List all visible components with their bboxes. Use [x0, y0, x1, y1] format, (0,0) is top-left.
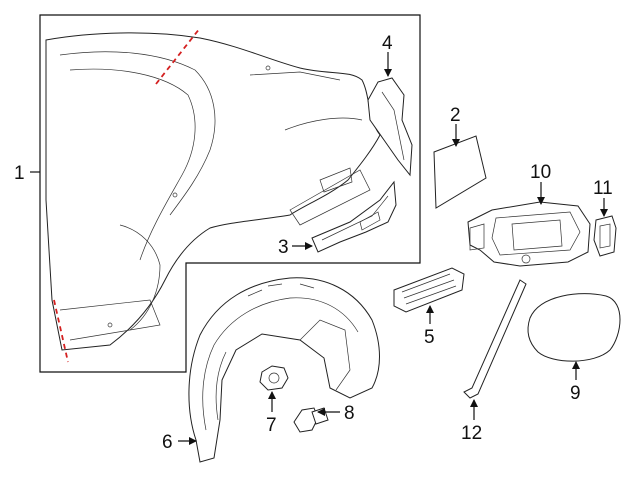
callout-4: 4	[382, 33, 393, 54]
release-cable-part	[463, 279, 527, 399]
callout-7: 7	[266, 415, 277, 436]
inner-extension-part	[311, 180, 397, 253]
callout-2: 2	[450, 105, 461, 126]
fuel-door-part	[527, 293, 621, 362]
wheelhouse-liner-part	[188, 277, 380, 463]
callout-6: 6	[162, 432, 173, 453]
cut-line-lower	[53, 299, 69, 363]
nut-part	[259, 365, 289, 391]
bracket-part	[367, 77, 413, 177]
callout-5: 5	[424, 327, 435, 348]
callout-12: 12	[461, 423, 482, 444]
callout-9: 9	[570, 383, 581, 404]
callout-11: 11	[593, 178, 613, 199]
cut-line-upper	[155, 27, 201, 85]
vent-grille-part	[393, 267, 465, 313]
callout-8: 8	[344, 403, 355, 424]
callout-3: 3	[278, 237, 289, 258]
callout-1: 1	[14, 163, 25, 184]
clip-part	[593, 215, 617, 257]
quarter-panel-part	[45, 32, 381, 351]
trim-panel-part	[433, 135, 487, 209]
fuel-filler-housing-part	[467, 201, 591, 267]
quarter-panel-group-frame	[39, 14, 421, 373]
callout-10: 10	[530, 162, 551, 183]
